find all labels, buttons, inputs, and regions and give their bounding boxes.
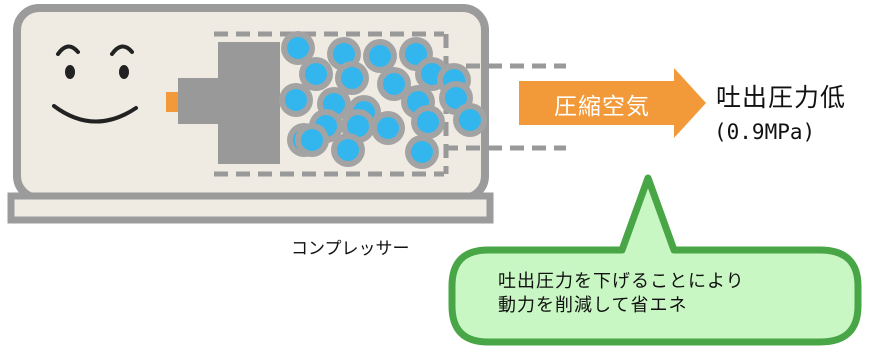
air-particle-core xyxy=(369,45,391,67)
air-particle-core xyxy=(333,43,355,65)
discharge-pressure-value: (0.9MPa) xyxy=(714,120,816,144)
air-particle-core xyxy=(305,63,327,85)
air-particle-core xyxy=(383,73,405,95)
air-particle-core xyxy=(287,37,309,59)
air-particle-core xyxy=(337,139,359,161)
compressor-base xyxy=(7,192,494,224)
air-particle-core xyxy=(347,115,369,137)
smiley-face-icon xyxy=(52,44,138,124)
callout-bubble xyxy=(448,174,862,346)
compressor-label: コンプレッサー xyxy=(291,239,410,259)
callout-text: 吐出圧力を下げることにより 動力を削減して省エネ xyxy=(498,270,838,318)
compressed-air-label: 圧縮空気 xyxy=(554,94,650,120)
air-particle-core xyxy=(377,117,399,139)
callout-line: 吐出圧力を下げることにより xyxy=(498,271,745,292)
air-particle-core xyxy=(341,67,363,89)
air-particle-core xyxy=(417,111,439,133)
discharge-pressure-title: 吐出圧力低 xyxy=(716,83,847,112)
air-particle-core xyxy=(445,87,467,109)
air-particle-core xyxy=(405,43,427,65)
air-particle-core xyxy=(285,89,307,111)
output-arrow xyxy=(519,68,706,138)
air-particle-core xyxy=(301,129,323,151)
air-particles xyxy=(279,31,487,169)
air-particle-core xyxy=(459,109,481,131)
air-particle-core xyxy=(411,141,433,163)
callout-line: 動力を削減して省エネ xyxy=(498,295,688,316)
piston xyxy=(178,42,280,164)
